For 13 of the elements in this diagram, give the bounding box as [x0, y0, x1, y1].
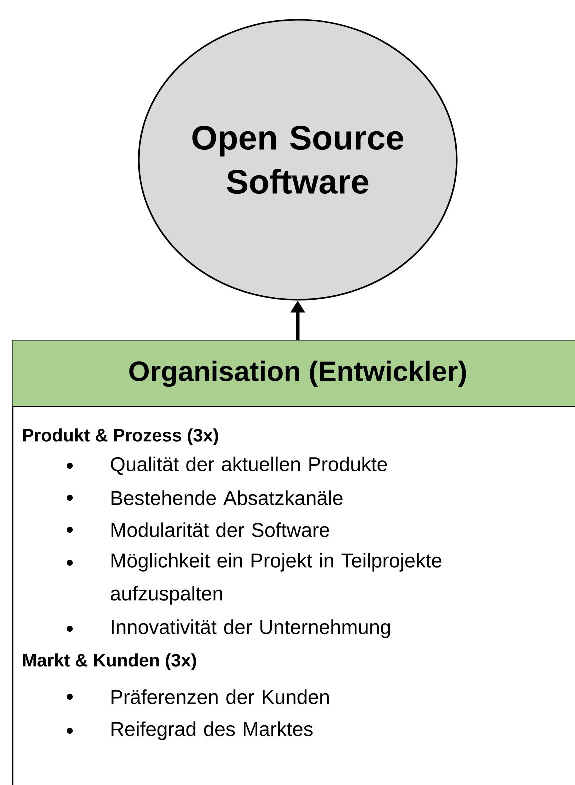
- section-heading: Markt & Kunden (3x): [23, 654, 196, 670]
- list-item: Bestehende Absatzkanäle: [112, 490, 343, 506]
- ellipse-label: Open Source Software: [192, 126, 404, 194]
- list-item: Möglichkeit ein Projekt in Teilprojekte aufzuspalten: [111, 553, 442, 605]
- list-item: Präferenzen der Kunden: [112, 690, 329, 704]
- box: [12, 340, 575, 785]
- list-item: Innovativität der Unternehmung: [112, 620, 390, 638]
- list-item: Qualität der aktuellen Produkte: [111, 456, 388, 476]
- ellipse: [138, 19, 458, 301]
- section-heading: Produkt & Prozess (3x): [23, 428, 218, 446]
- header-title: Organisation (Entwickler): [130, 360, 466, 388]
- list-item: Reifegrad des Marktes: [112, 722, 313, 740]
- list-item: Modularität der Software: [112, 522, 330, 538]
